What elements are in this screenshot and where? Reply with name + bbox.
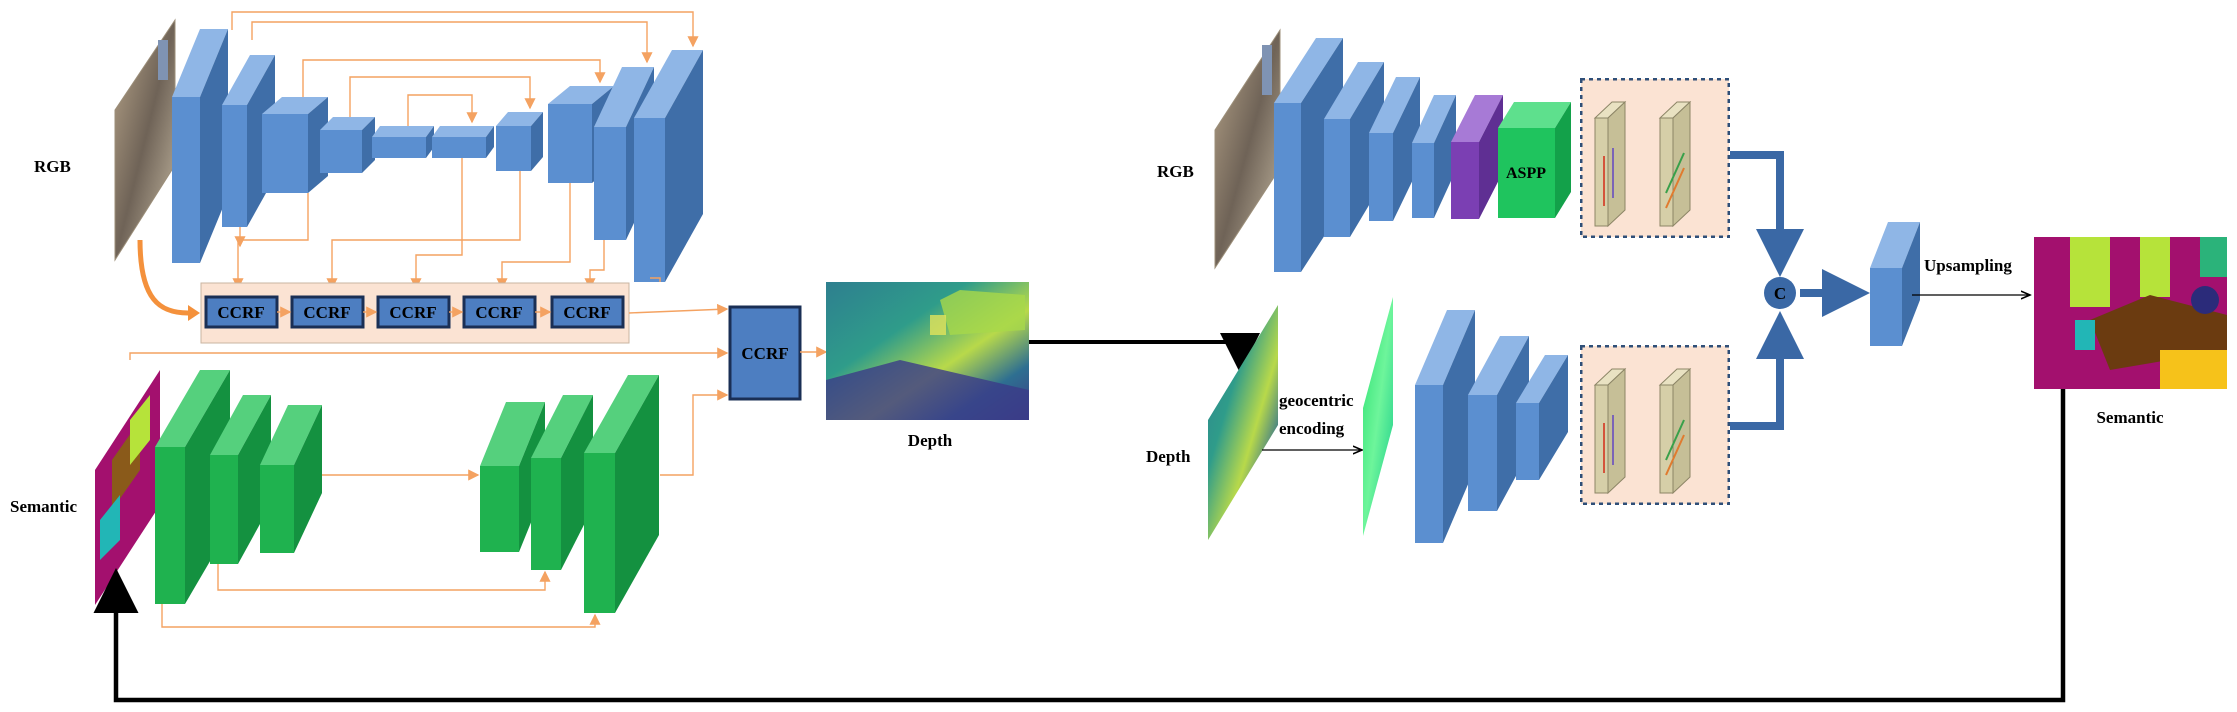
ccrf-label-1: CCRF bbox=[217, 303, 264, 322]
semantic-block-3 bbox=[260, 405, 322, 553]
encoder-block-2 bbox=[222, 55, 275, 227]
feedback-loop-arrow bbox=[93, 389, 2066, 703]
depth-right-block-3 bbox=[1516, 355, 1568, 480]
semantic-right-label: Semantic bbox=[2096, 408, 2164, 427]
rgb-right-block-1 bbox=[1274, 38, 1343, 272]
rgb-right-label: RGB bbox=[1157, 162, 1194, 181]
ccrf-box-4: CCRF bbox=[462, 295, 537, 329]
semantic-output-icon bbox=[2034, 237, 2227, 389]
depth-right-map-icon bbox=[1208, 305, 1278, 540]
ccrf-box-5: CCRF bbox=[550, 295, 625, 329]
ccrf-box-2: CCRF bbox=[290, 295, 365, 329]
geocentric-map-icon bbox=[1363, 297, 1393, 536]
ccrf-box-3: CCRF bbox=[376, 295, 451, 329]
decoder-block-2 bbox=[496, 112, 543, 171]
purple-block bbox=[1451, 95, 1503, 219]
depth-right-label: Depth bbox=[1146, 447, 1191, 466]
ccrf-inputs bbox=[129, 303, 729, 476]
ccrf-label-5: CCRF bbox=[563, 303, 610, 322]
rgb-right-block-3 bbox=[1369, 77, 1420, 221]
fusion-arrows bbox=[1730, 151, 1870, 430]
depth-transfer-arrow bbox=[1029, 333, 1260, 373]
rgb-encoder-decoder bbox=[172, 29, 703, 282]
depth-map-icon bbox=[826, 282, 1029, 420]
rgb-right-block-4 bbox=[1412, 95, 1456, 218]
decoder-block-1 bbox=[432, 126, 494, 158]
ccrf-row: CCRF CCRF CCRF CCRF CCRF bbox=[200, 282, 630, 344]
decoder-block-5 bbox=[634, 50, 703, 282]
depth-encoder-right bbox=[1415, 310, 1568, 543]
encoder-block-3 bbox=[262, 97, 328, 193]
semantic-block-1 bbox=[155, 370, 230, 604]
ccrf-box-1: CCRF bbox=[204, 295, 279, 329]
depth-center-label: Depth bbox=[908, 431, 953, 450]
ccrf-fusion-label: CCRF bbox=[741, 344, 788, 363]
semantic-encoder-decoder bbox=[155, 370, 659, 613]
semantic-map-icon bbox=[95, 370, 160, 605]
semantic-left-label: Semantic bbox=[10, 497, 78, 516]
ccrf-label-2: CCRF bbox=[303, 303, 350, 322]
ccrf-label-4: CCRF bbox=[475, 303, 522, 322]
aspp-label: ASPP bbox=[1506, 165, 1546, 182]
semantic-block-6 bbox=[584, 375, 659, 613]
encoder-block-5 bbox=[372, 126, 434, 158]
rgb-encoder-right: ASPP bbox=[1274, 38, 1571, 272]
rgb-to-ccrf-arrow bbox=[137, 239, 189, 316]
geocentric-label-line1: geocentric bbox=[1279, 391, 1354, 410]
upsampling-block bbox=[1870, 222, 1920, 346]
concat-node: C bbox=[1764, 277, 1796, 309]
encoder-block-1 bbox=[172, 29, 228, 263]
semantic-skip-connections bbox=[161, 469, 601, 628]
attention-block-icon-depth bbox=[1580, 345, 1730, 505]
concat-label: C bbox=[1774, 284, 1786, 303]
geocentric-label-line2: encoding bbox=[1279, 419, 1345, 438]
depth-right-block-2 bbox=[1468, 336, 1529, 511]
rgb-right-image-icon bbox=[1214, 28, 1281, 270]
ccrf-label-3: CCRF bbox=[389, 303, 436, 322]
encoder-block-4 bbox=[320, 117, 375, 173]
rgb-left-label: RGB bbox=[34, 157, 71, 176]
ccrf-feed-lines bbox=[232, 158, 661, 290]
semantic-block-5 bbox=[531, 395, 593, 570]
semantic-block-2 bbox=[210, 395, 271, 564]
aspp-block: ASPP bbox=[1498, 102, 1571, 218]
upsampling-label: Upsampling bbox=[1924, 256, 2012, 275]
rgb-skip-connections bbox=[231, 11, 699, 126]
attention-block-icon bbox=[1580, 78, 1730, 238]
depth-right-block-1 bbox=[1415, 310, 1475, 543]
rgb-image-icon bbox=[114, 18, 176, 262]
ccrf-fusion-block: CCRF bbox=[728, 305, 802, 401]
